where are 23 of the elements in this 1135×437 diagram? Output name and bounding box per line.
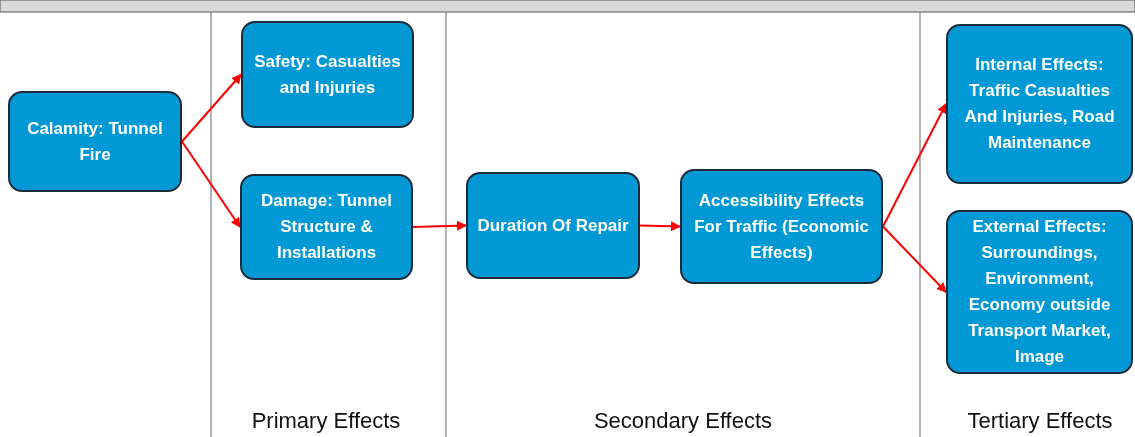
arrow (882, 103, 947, 228)
process-box (8, 91, 182, 192)
process-box (946, 24, 1133, 184)
arrow (639, 221, 681, 232)
node-label: External Effects: Surroundings, Environment, Economy outside Transport Market, Image (967, 216, 1112, 368)
node-label: Duration Of Repair (477, 214, 629, 237)
node-label: Safety: Casualties and Injuries (253, 50, 402, 99)
arrow (181, 73, 242, 143)
process-box (466, 172, 640, 279)
arrow (882, 225, 947, 293)
node-label: Accessibility Effects For Traffic (Economic Effects) (693, 189, 870, 264)
node-label: Damage: Tunnel Structure & Installations (260, 190, 393, 264)
node-label: Calamity: Tunnel Fire (26, 117, 164, 166)
process-box (241, 21, 414, 128)
arrow (412, 220, 467, 231)
column-heading: Tertiary Effects (967, 408, 1113, 434)
column-heading: Primary Effects (251, 408, 401, 434)
process-box (946, 210, 1133, 374)
process-box (240, 174, 413, 280)
column-heading: Secondary Effects (593, 408, 773, 434)
node-label: Internal Effects: Traffic Casualties And Injuries, Road Maintenance (963, 54, 1116, 154)
arrow (181, 140, 241, 228)
process-box (680, 169, 883, 284)
